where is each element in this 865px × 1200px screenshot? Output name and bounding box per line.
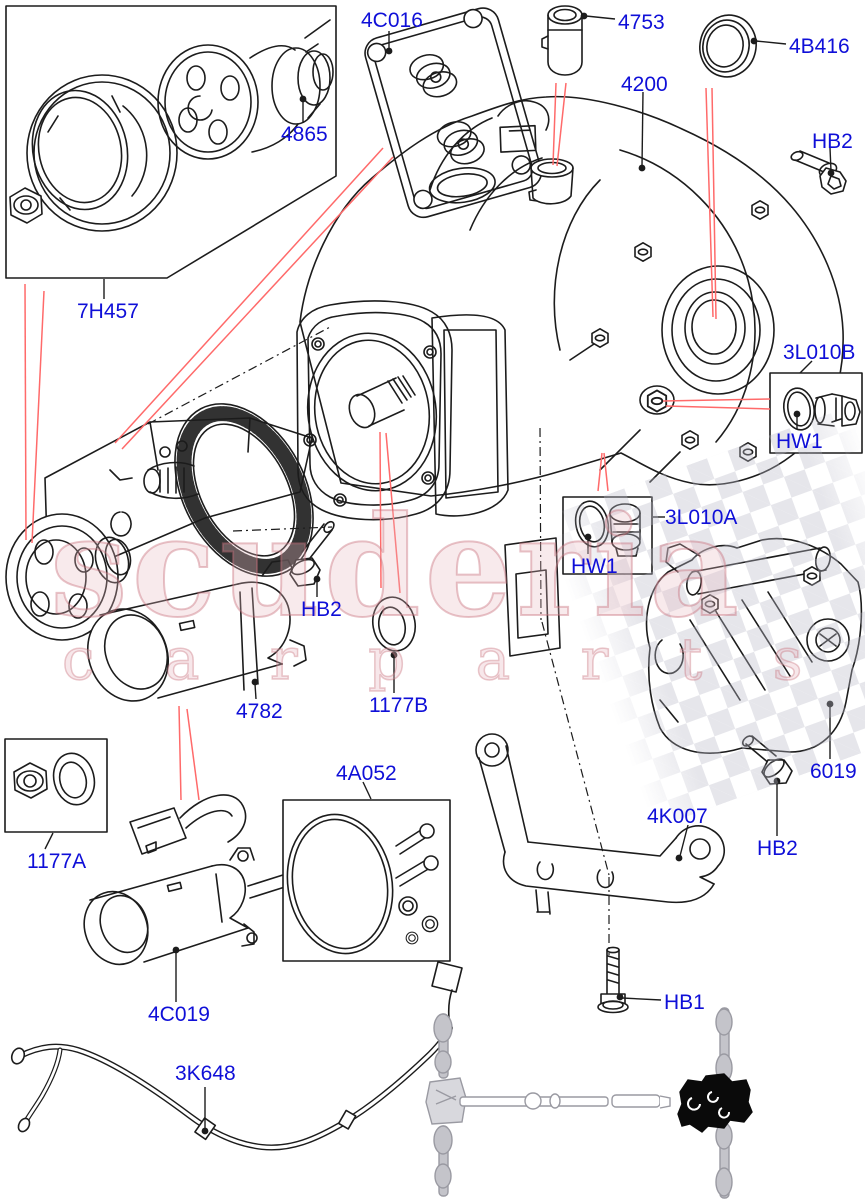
part-4c016-plate (364, 7, 543, 219)
part-label-3l010a: 3L010A (665, 506, 738, 529)
part-4b416-seal (699, 14, 757, 78)
part-actuator-assembly (5, 403, 417, 702)
part-label-3k648: 3K648 (175, 1062, 236, 1085)
part-label-hb2-mid: HB2 (301, 598, 342, 621)
part-label-1177a: 1177A (27, 850, 87, 873)
part-label-hw1-b: HW1 (776, 430, 823, 453)
detail-box-7h457 (5, 5, 337, 279)
part-label-4200: 4200 (621, 73, 668, 96)
part-label-4k007: 4K007 (647, 805, 708, 828)
part-4753-breather (541, 5, 583, 76)
part-label-hb1: HB1 (664, 991, 705, 1014)
part-label-1177b: 1177B (369, 694, 429, 717)
leader-dots (172, 12, 835, 1135)
part-label-hb2-low: HB2 (757, 837, 798, 860)
detail-box-3l010a (562, 496, 653, 575)
centerlines (147, 325, 610, 955)
part-label-6019: 6019 (810, 760, 857, 783)
part-label-4782: 4782 (236, 700, 283, 723)
part-4200-housing (299, 95, 844, 657)
black-leader-lines (44, 15, 832, 1129)
part-6019-cover (645, 537, 863, 785)
part-4k007-bracket (475, 733, 725, 1014)
part-label-hw1-a: HW1 (571, 555, 618, 578)
vehicle-driveline-schematic (425, 1007, 753, 1199)
part-label-4753: 4753 (618, 11, 665, 34)
part-label-hb2-top: HB2 (812, 130, 853, 153)
part-label-3l010b: 3L010B (783, 341, 856, 364)
part-hb2-bolt-top (790, 150, 847, 195)
part-3k648-pipes (10, 961, 463, 1151)
detail-box-3l010b (769, 372, 863, 454)
part-label-4c016: 4C016 (361, 9, 423, 32)
part-label-4b416: 4B416 (789, 35, 850, 58)
detail-box-1177a (4, 738, 108, 833)
part-label-4865: 4865 (281, 123, 328, 146)
detail-box-4a052 (282, 799, 451, 962)
part-label-4a052: 4A052 (336, 762, 397, 785)
red-leader-lines (24, 82, 771, 801)
part-label-4c019: 4C019 (148, 1003, 210, 1026)
part-label-7h457: 7H457 (77, 300, 139, 323)
schematic-rear-diff-highlight (677, 1073, 753, 1133)
part-gasket-input-shaft (296, 300, 453, 521)
